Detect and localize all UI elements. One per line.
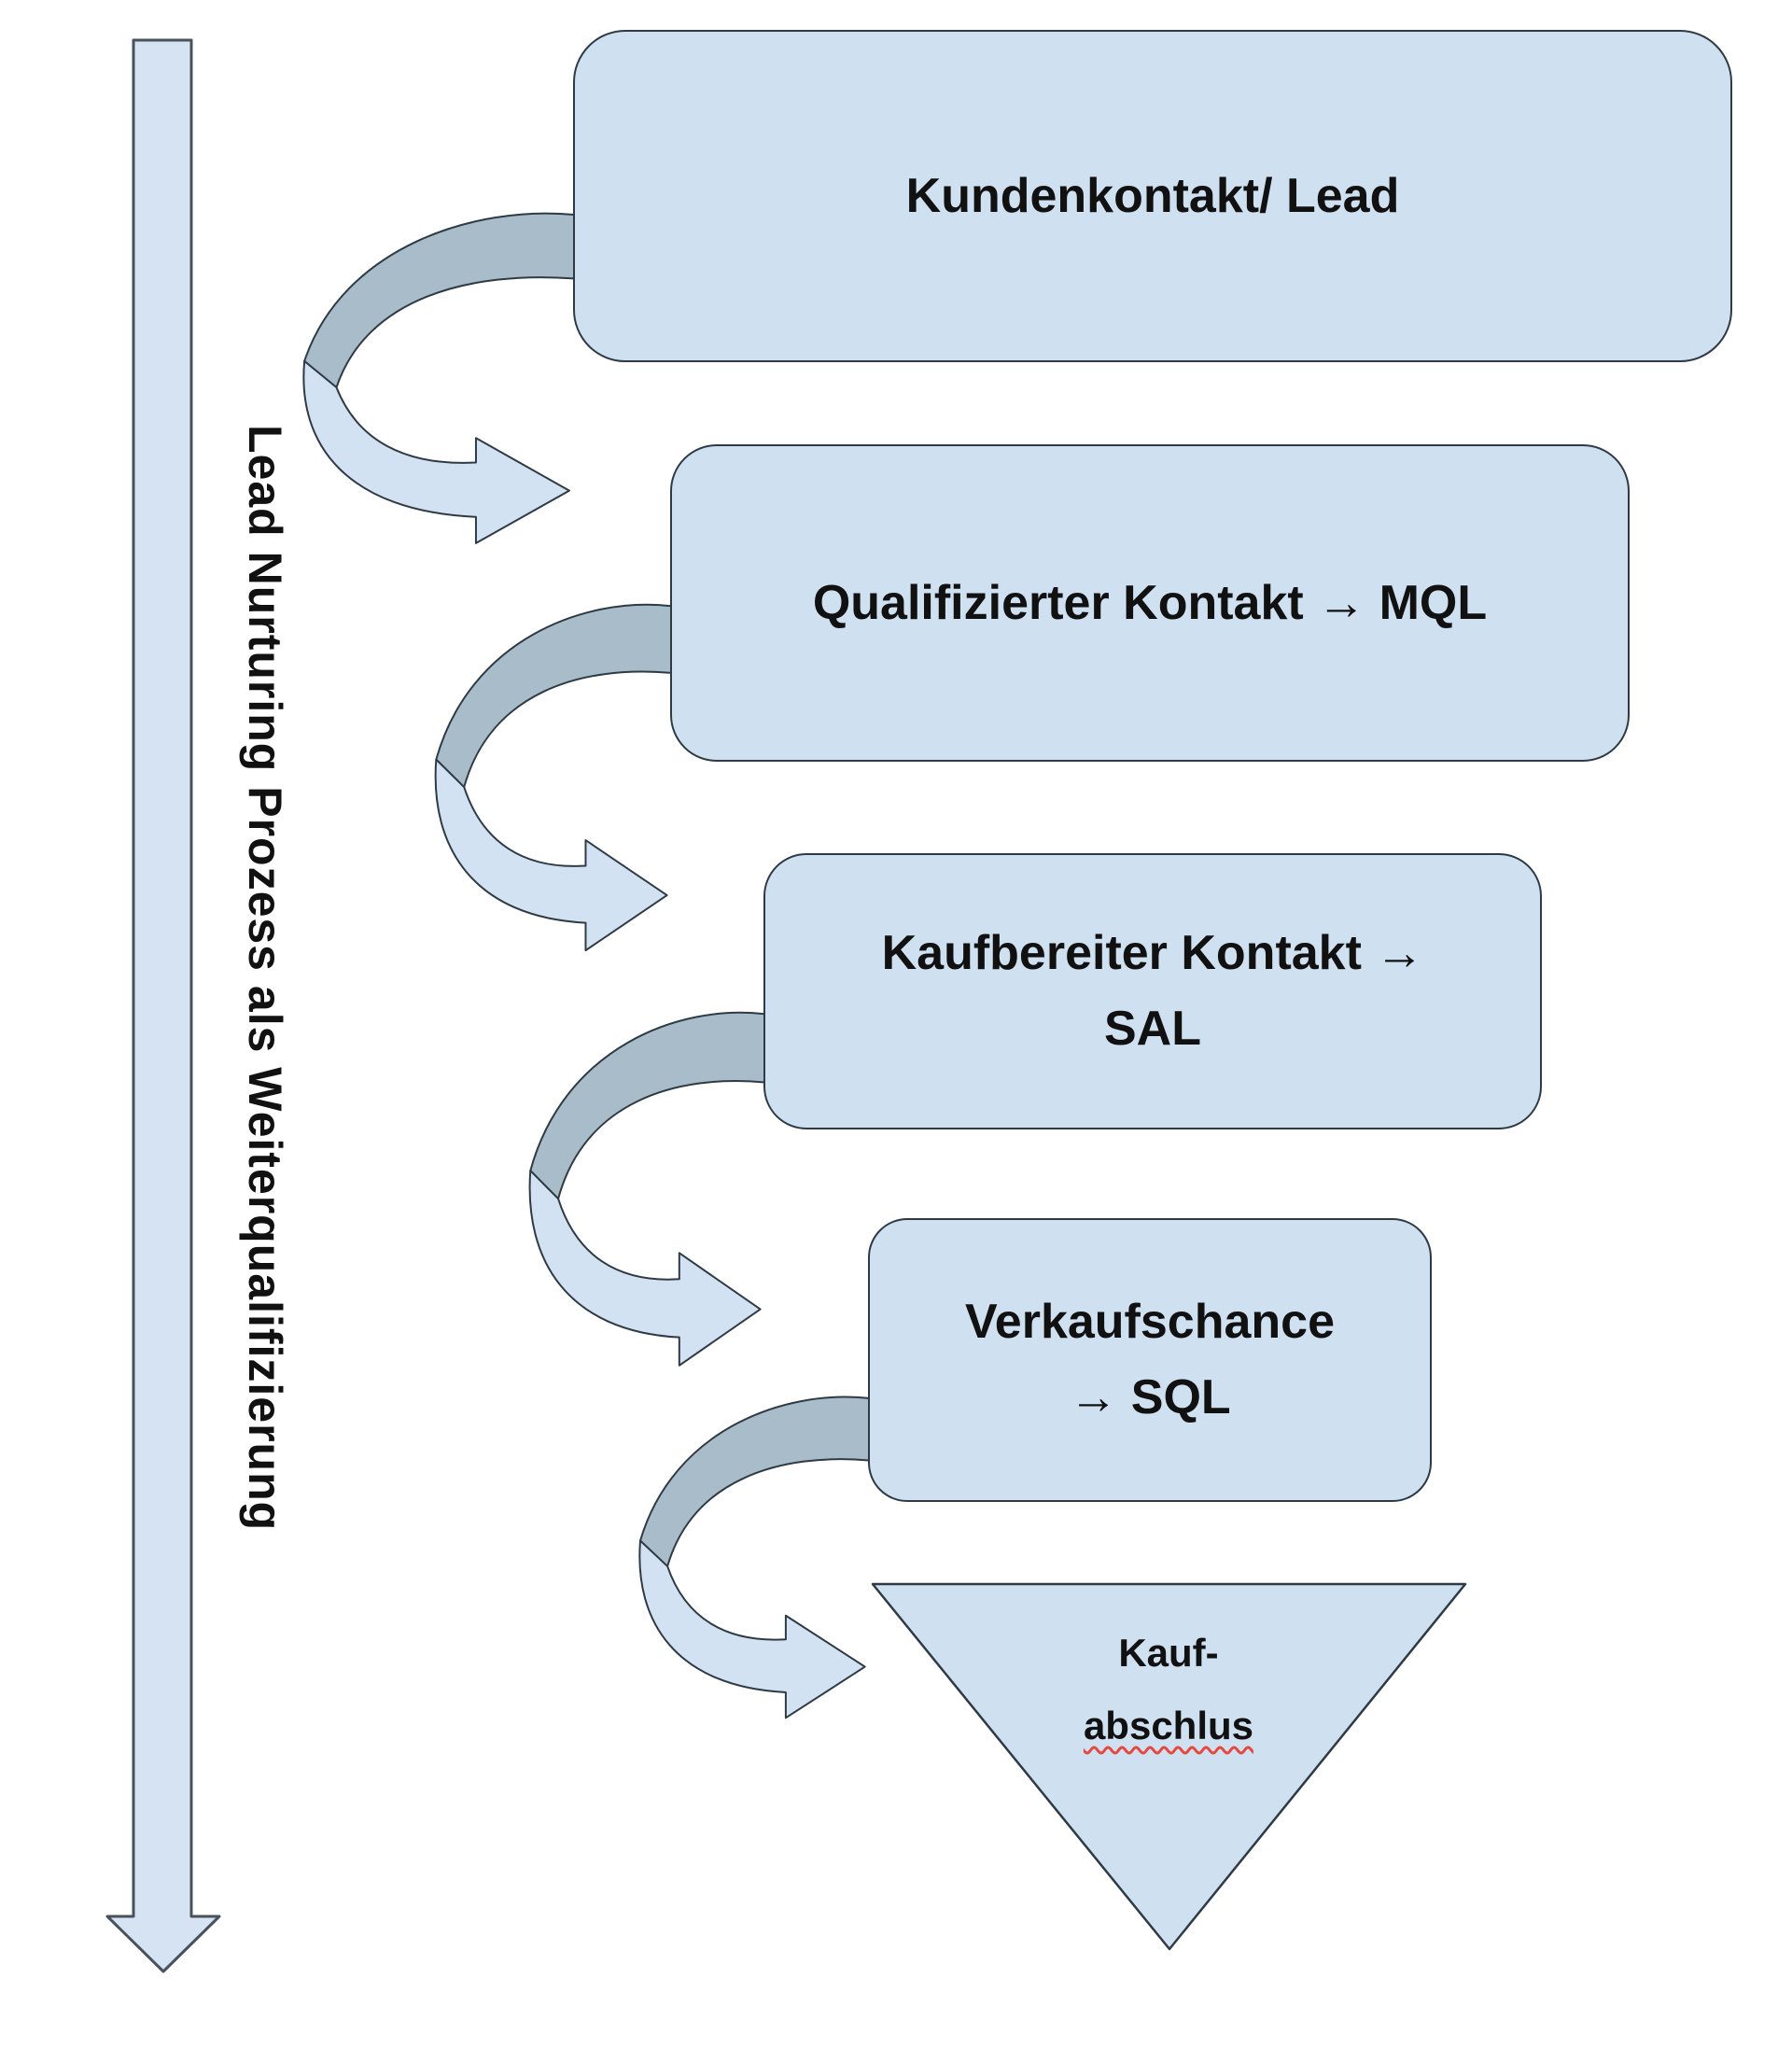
stage-box-verkaufschance-sql: Verkaufschance → SQL <box>868 1218 1432 1502</box>
curved-connector-arrow-1 <box>291 211 574 558</box>
vertical-axis-label: Lead Nurturing Prozess als Weiterqualifi… <box>239 425 291 1532</box>
stage-label-line-1: Kaufbereiter Kontakt → <box>881 926 1424 981</box>
stage-box-qualifizierter-kontakt-mql: Qualifizierter Kontakt → MQL <box>670 444 1630 762</box>
curved-connector-arrow-2 <box>425 602 671 966</box>
stage-label-line-1: Kauf- <box>1118 1631 1219 1675</box>
stage-label-line-2: SAL <box>1104 1002 1201 1056</box>
stage-box-kaufbereiter-kontakt-sal: Kaufbereiter Kontakt → SAL <box>763 853 1542 1129</box>
stage-label-line-1: Verkaufschance <box>964 1295 1336 1350</box>
stage-box-kundenkontakt-lead: Kundenkontakt/ Lead <box>573 30 1732 362</box>
curved-connector-arrow-4 <box>629 1395 869 1732</box>
stage-label-line-2: → SQL <box>1069 1370 1231 1424</box>
stage-label-kaufabschluss: Kauf- abschlus <box>935 1617 1402 1761</box>
stage-label: Qualifizierter Kontakt → MQL <box>812 575 1488 630</box>
stage-label-line-2: abschlus <box>1083 1703 1254 1747</box>
curved-connector-arrow-3 <box>519 1010 764 1382</box>
stage-label: Kundenkontakt/ Lead <box>905 168 1400 223</box>
